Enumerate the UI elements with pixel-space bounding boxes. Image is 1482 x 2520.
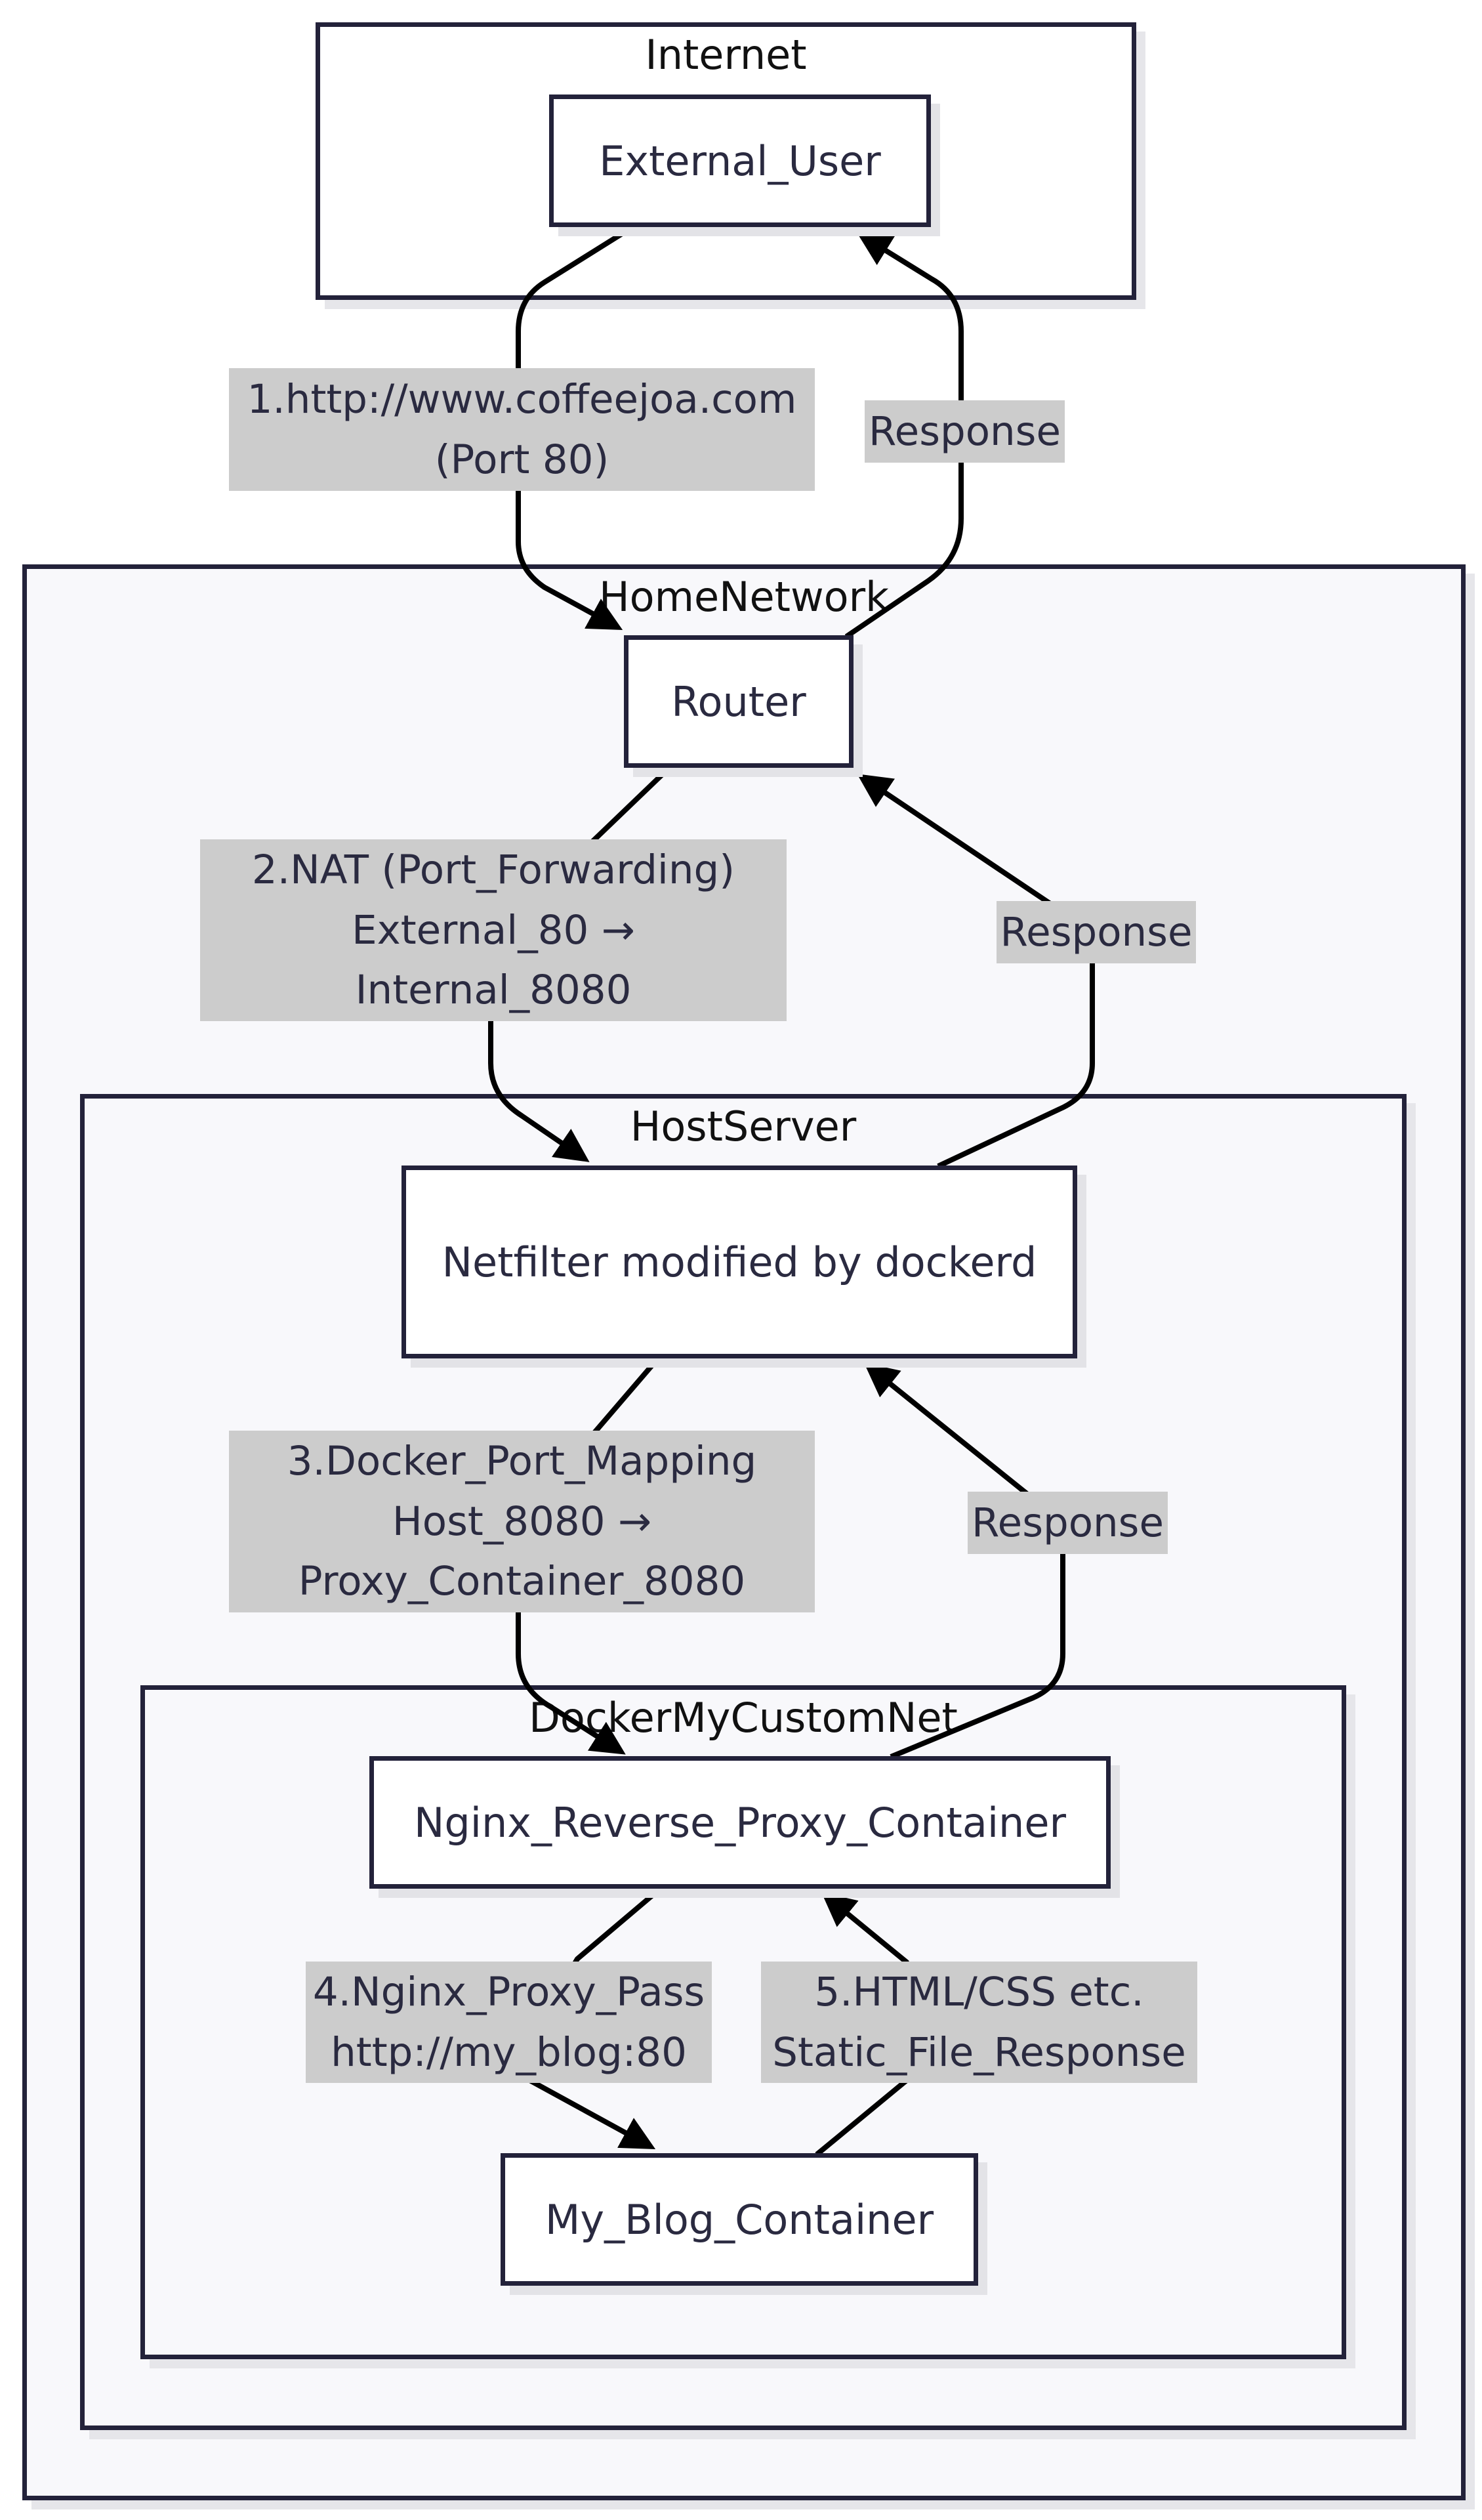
node-external-user: External_User xyxy=(549,94,931,227)
edge-label-1: 1.http://www.coffeejoa.com (Port 80) xyxy=(229,368,815,491)
edge-response-3 xyxy=(863,1362,1065,1759)
edge-label-response-2: Response xyxy=(997,901,1196,963)
cluster-internet-title: Internet xyxy=(645,31,807,79)
edge-label-4: 4.Nginx_Proxy_Pass http://my_blog:80 xyxy=(306,1962,712,2083)
edge-request-2 xyxy=(488,767,670,1162)
cluster-host-server-title: HostServer xyxy=(630,1102,857,1150)
edge-label-5: 5.HTML/CSS etc. Static_File_Response xyxy=(761,1962,1197,2083)
edge-label-response-1: Response xyxy=(865,400,1065,463)
edge-label-2: 2.NAT (Port_Forwarding) External_80 → In… xyxy=(200,839,787,1021)
cluster-home-network-title: HomeNetwork xyxy=(599,573,889,621)
edge-request-3 xyxy=(516,1356,661,1755)
node-nginx-proxy: Nginx_Reverse_Proxy_Container xyxy=(369,1756,1111,1889)
edge-response-2 xyxy=(857,774,1095,1169)
node-blog-container: My_Blog_Container xyxy=(501,2153,978,2286)
node-netfilter: Netfilter modified by dockerd xyxy=(401,1166,1077,1358)
edge-label-response-3: Response xyxy=(968,1492,1168,1554)
node-router: Router xyxy=(624,635,854,768)
edge-label-3: 3.Docker_Port_Mapping Host_8080 → Proxy_… xyxy=(229,1431,815,1612)
